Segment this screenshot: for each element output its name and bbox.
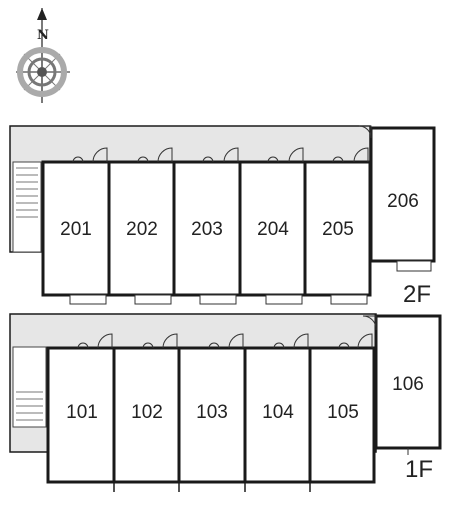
floor-label-1f: 1F xyxy=(405,456,433,483)
unit-label-102: 102 xyxy=(131,402,163,423)
compass-rose-icon: N xyxy=(16,8,70,103)
unit-label-206: 206 xyxy=(387,191,419,212)
unit-label-101: 101 xyxy=(66,402,98,423)
unit-label-204: 204 xyxy=(257,219,289,240)
unit-label-105: 105 xyxy=(327,402,359,423)
unit-label-106: 106 xyxy=(392,374,424,395)
unit-label-103: 103 xyxy=(196,402,228,423)
unit-label-205: 205 xyxy=(322,219,354,240)
unit-label-104: 104 xyxy=(262,402,294,423)
unit-label-203: 203 xyxy=(191,219,223,240)
floor-label-2f: 2F xyxy=(403,281,431,308)
compass-north-label: N xyxy=(37,28,49,43)
unit-label-201: 201 xyxy=(60,219,92,240)
floor-1f-plan: 101 102 103 104 105 106 1F xyxy=(9,313,442,492)
unit-label-202: 202 xyxy=(126,219,158,240)
floor-2f-plan: 201 202 203 204 205 206 2F xyxy=(9,125,436,308)
